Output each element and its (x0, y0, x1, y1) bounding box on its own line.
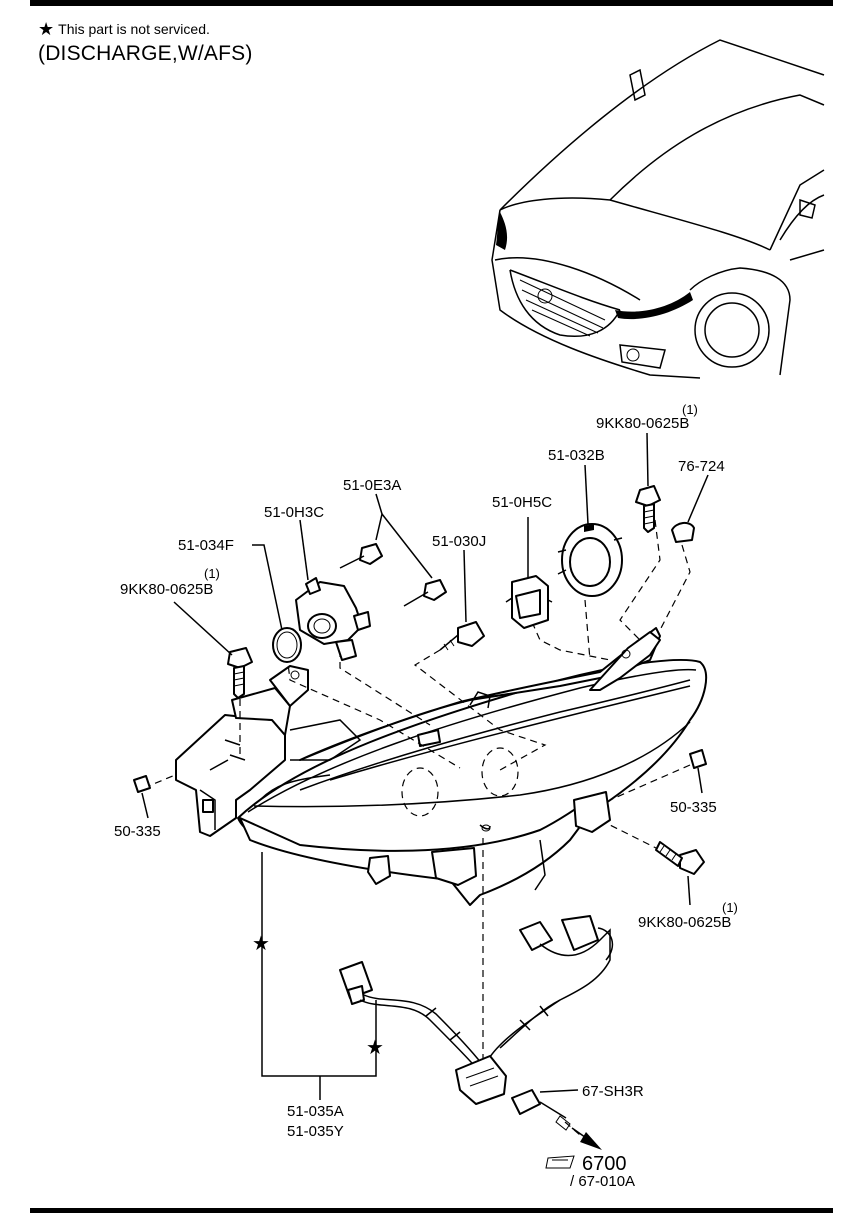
label-ref-sub: / 67-010A (570, 1173, 635, 1190)
wiring-harness (339, 915, 614, 1131)
bottom-border (30, 1208, 833, 1213)
actuator (295, 519, 371, 661)
label-bolt-left: 9KK80-0625B (120, 581, 213, 598)
bolt-bottom-right (655, 841, 705, 906)
variant-title: (DISCHARGE,W/AFS) (38, 42, 253, 65)
bolt-left-qty: (1) (204, 566, 220, 581)
label-cap: 76-724 (678, 458, 725, 475)
label-ref-number: 6700 (582, 1153, 627, 1175)
label-bolt-bottom-right: 9KK80-0625B (638, 914, 731, 931)
service-note: ★This part is not serviced. (38, 19, 210, 40)
label-headlamp-l: 51-035A (287, 1103, 344, 1120)
star-icon: ★ (38, 19, 55, 39)
label-bulb-ring: 51-032B (548, 447, 605, 464)
label-o-ring: 51-034F (178, 537, 234, 554)
label-socket: 51-0H5C (492, 494, 552, 511)
label-actuator: 51-0H3C (264, 504, 324, 521)
headlamp-assembly (175, 627, 708, 906)
bolt-left (173, 601, 253, 699)
star-icon: ★ (252, 933, 270, 955)
bulb (439, 549, 485, 651)
label-clip-left: 50-335 (114, 823, 161, 840)
label-bulb: 51-030J (432, 533, 486, 550)
cap (671, 474, 709, 543)
screws (339, 493, 447, 607)
label-screws: 51-0E3A (343, 477, 401, 494)
reference-icon (545, 1155, 575, 1169)
clip-left (133, 775, 151, 819)
arrow-icon (571, 1127, 602, 1150)
o-ring (252, 544, 302, 663)
bolt-top-right-qty: (1) (682, 402, 698, 417)
callout-bracket (261, 852, 377, 1100)
socket (505, 517, 553, 629)
bolt-top-right (635, 432, 661, 533)
star-icon: ★ (366, 1037, 384, 1059)
bulb-ring (557, 464, 623, 597)
assembly-lines (143, 519, 691, 1136)
label-headlamp-r: 51-035Y (287, 1123, 344, 1140)
vehicle-locator (491, 39, 825, 379)
clip-right (689, 749, 707, 794)
label-bolt-top-right: 9KK80-0625B (596, 415, 689, 432)
service-note-text: This part is not serviced. (58, 21, 210, 37)
bolt-bottom-right-qty: (1) (722, 900, 738, 915)
label-clip-right: 50-335 (670, 799, 717, 816)
top-border (30, 0, 833, 6)
label-connector: 67-SH3R (582, 1083, 644, 1100)
